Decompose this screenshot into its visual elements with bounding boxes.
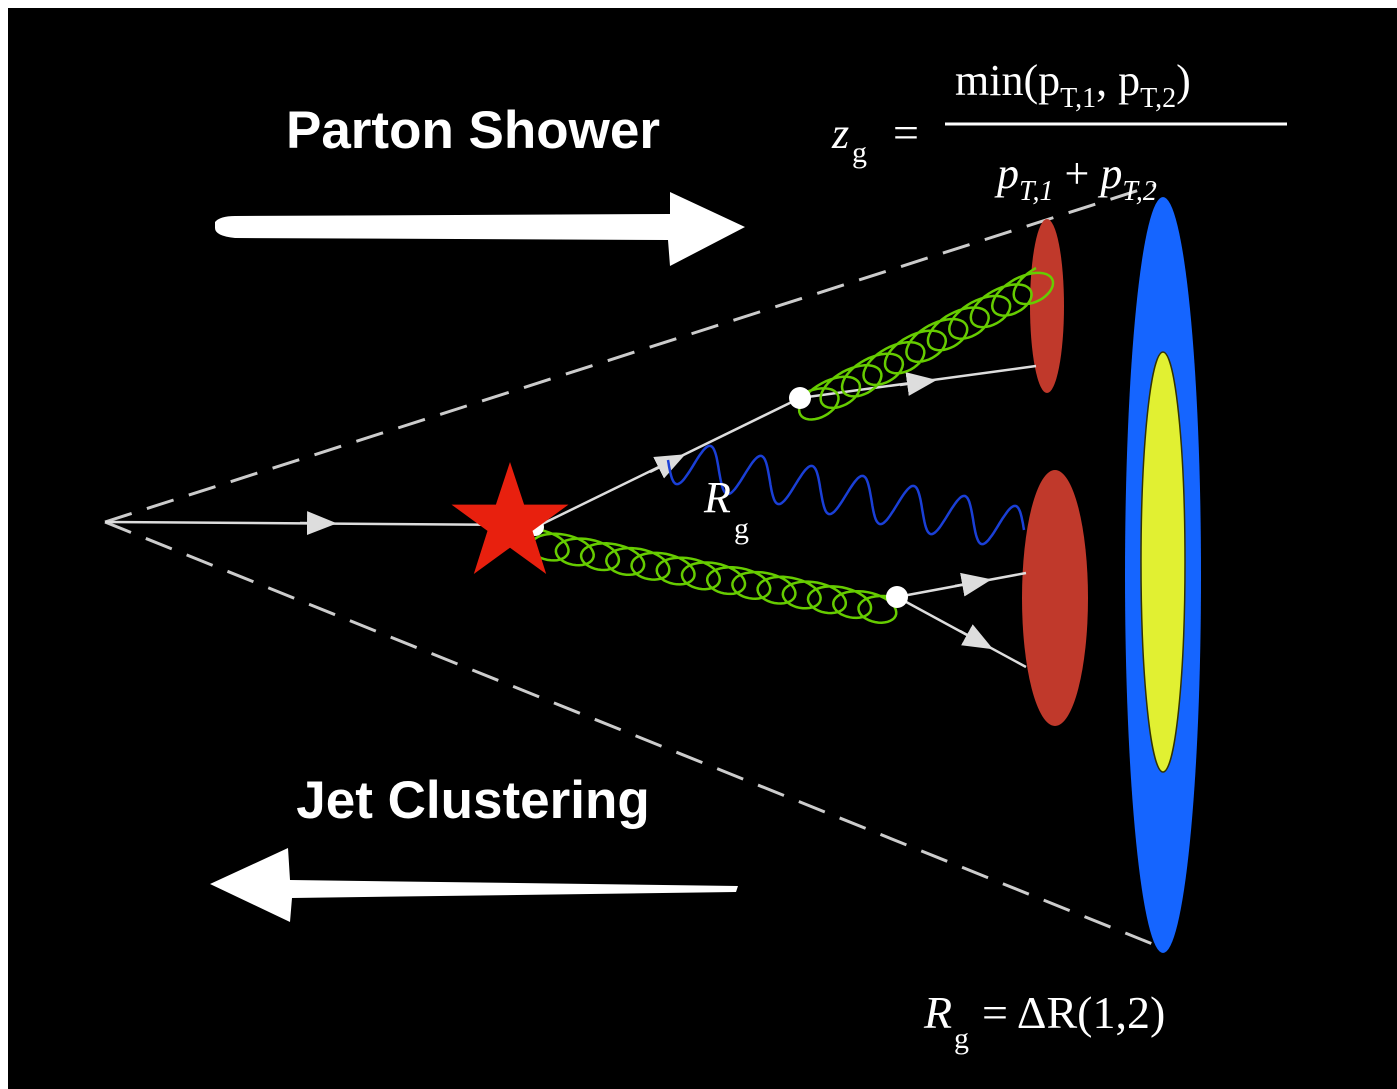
- angular-separation-wave: [666, 444, 1026, 546]
- upper-vertex: [789, 387, 811, 409]
- rg-symbol: R: [923, 987, 952, 1038]
- cone-lower-dashed-line: [104, 520, 1156, 947]
- rg-inline-subscript: g: [734, 512, 749, 545]
- cone-upper-dashed-line: [104, 183, 1156, 524]
- rg-rhs: = ΔR(1,2): [982, 987, 1165, 1038]
- zg-numerator-min: min(p: [955, 56, 1060, 105]
- zg-numerator: min(pT,1, pT,2): [955, 56, 1191, 114]
- zg-numerator-sub2: T,2: [1140, 83, 1176, 114]
- quark-line-arrow-5: [959, 624, 994, 650]
- jet-clustering-label: Jet Clustering: [296, 771, 649, 830]
- rg-inline-symbol: R: [703, 473, 731, 522]
- lower-subjet-cluster: [1022, 470, 1088, 726]
- zg-formula: z g = min(pT,1, pT,2) pT,1 + pT,2: [831, 56, 1287, 207]
- zg-denominator-p2: p: [1097, 149, 1122, 198]
- zg-numerator-mid: , p: [1096, 56, 1140, 105]
- rg-formula: R g = ΔR(1,2): [923, 987, 1165, 1055]
- lower-gluon-coil: [529, 528, 898, 624]
- zg-numerator-sub1: T,1: [1060, 83, 1096, 114]
- quark-line-arrow-3: [899, 372, 937, 396]
- jet-diagram: Parton Shower Jet Clustering z g = min(p…: [104, 56, 1287, 1055]
- parton-shower-arrow-icon: [215, 192, 745, 266]
- zg-denominator-sub1: T,1: [1019, 176, 1054, 207]
- zg-denominator: pT,1 + pT,2: [994, 149, 1157, 207]
- zg-denominator-p1: p: [994, 149, 1019, 198]
- rg-subscript: g: [954, 1022, 969, 1055]
- zg-denominator-sub2: T,2: [1122, 176, 1157, 207]
- zg-equals: =: [893, 107, 919, 158]
- zg-symbol: z: [831, 109, 849, 158]
- upper-subjet-cluster: [1030, 219, 1064, 393]
- lower-vertex: [886, 586, 908, 608]
- zg-subscript: g: [852, 136, 867, 169]
- zg-numerator-close: ): [1176, 56, 1191, 105]
- zg-denominator-plus: +: [1054, 149, 1101, 198]
- inner-jet-ellipse: [1140, 351, 1186, 773]
- rg-inline-label: R g: [703, 473, 749, 545]
- upper-gluon-coil: [797, 266, 1055, 421]
- jet-clustering-arrow-icon: [210, 848, 738, 922]
- diagram-panel: Parton Shower Jet Clustering z g = min(p…: [8, 8, 1397, 1089]
- quark-line-arrow-4: [954, 572, 992, 597]
- parton-shower-label: Parton Shower: [286, 101, 660, 160]
- hard-scatter-star-icon: [451, 462, 569, 574]
